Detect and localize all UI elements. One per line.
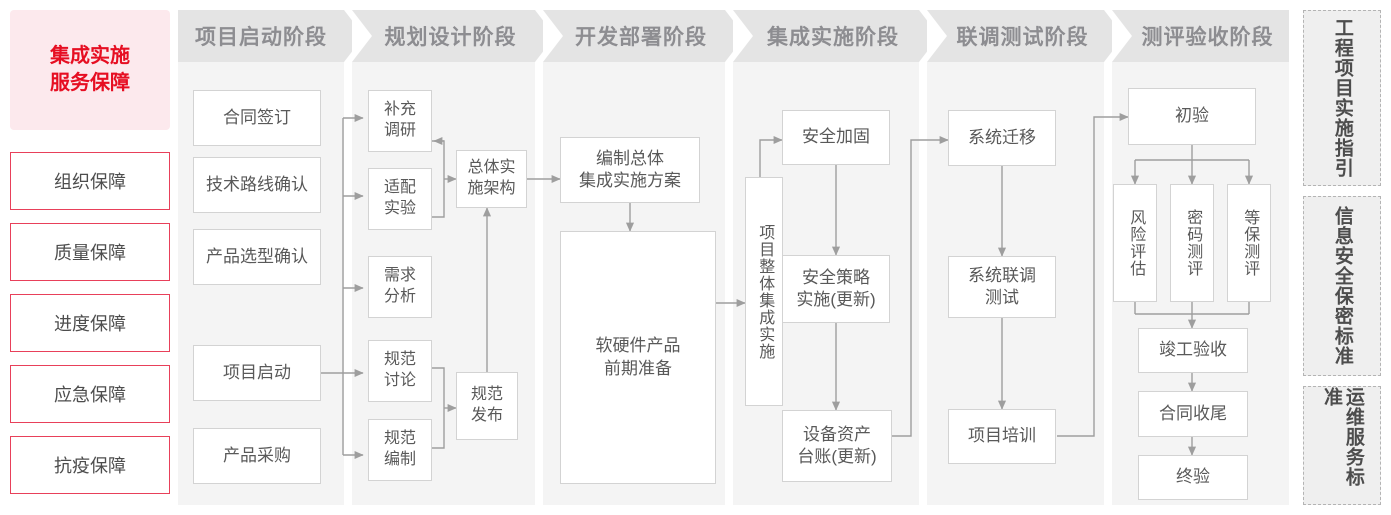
phase-header-planning-design: 规划设计阶段	[352, 10, 535, 62]
node-security-hardening[interactable]: 安全加固	[782, 110, 890, 165]
node-preliminary-acceptance[interactable]: 初验	[1128, 88, 1256, 145]
node-contract-signing[interactable]: 合同签订	[193, 90, 321, 146]
node-overall-project-integration[interactable]: 项目整体集成实施	[745, 177, 783, 406]
phase-header-development-deployment: 开发部署阶段	[543, 10, 725, 62]
node-spec-drafting[interactable]: 规范 编制	[368, 419, 432, 481]
node-contract-closure[interactable]: 合同收尾	[1138, 391, 1248, 437]
standards-label-om-service-standard: 运维服务标准	[1321, 387, 1364, 487]
node-security-policy-implementation[interactable]: 安全策略 实施(更新)	[782, 255, 890, 323]
node-hardware-software-preparation[interactable]: 软硬件产品 前期准备	[560, 231, 716, 484]
chevron-left-notch-icon-4	[733, 10, 753, 62]
node-system-joint-debug-test[interactable]: 系统联调 测试	[948, 256, 1056, 318]
chevron-left-notch-icon-2	[352, 10, 372, 62]
assurance-item-epidemic[interactable]: 抗疫保障	[10, 436, 170, 494]
node-requirement-analysis[interactable]: 需求 分析	[368, 256, 432, 318]
node-system-migration[interactable]: 系统迁移	[948, 110, 1056, 166]
phase-header-project-initiation: 项目启动阶段	[178, 10, 344, 62]
node-equipment-asset-ledger[interactable]: 设备资产 台账(更新)	[782, 410, 892, 482]
node-crypto-evaluation[interactable]: 密码测评	[1170, 184, 1214, 302]
assurance-item-organization[interactable]: 组织保障	[10, 152, 170, 210]
phase-header-integration-implementation: 集成实施阶段	[733, 10, 919, 62]
node-risk-assessment[interactable]: 风险评估	[1113, 184, 1157, 302]
node-completion-acceptance[interactable]: 竣工验收	[1138, 328, 1248, 373]
node-mlps-evaluation[interactable]: 等保测评	[1227, 184, 1271, 302]
assurance-item-emergency[interactable]: 应急保障	[10, 365, 170, 423]
node-tech-route-confirm[interactable]: 技术路线确认	[193, 157, 321, 213]
phase-header-evaluation-acceptance: 测评验收阶段	[1112, 10, 1289, 62]
assurance-item-quality[interactable]: 质量保障	[10, 223, 170, 281]
node-overall-integration-plan[interactable]: 编制总体 集成实施方案	[560, 137, 700, 203]
chevron-left-notch-icon-5	[927, 10, 947, 62]
assurance-title-line2: 服务保障	[50, 72, 130, 94]
node-overall-implementation-architecture[interactable]: 总体实 施架构	[456, 150, 527, 208]
standards-sidebar: 工程项目实施指引 信息安全保密标准 运维服务标准	[1303, 10, 1381, 505]
node-project-kickoff[interactable]: 项目启动	[193, 345, 321, 401]
node-spec-discussion[interactable]: 规范 讨论	[368, 340, 432, 402]
node-final-acceptance[interactable]: 终验	[1138, 455, 1248, 500]
node-adaptation-test[interactable]: 适配 实验	[368, 168, 432, 230]
standards-label-engineering-guideline: 工程项目实施指引	[1331, 18, 1353, 178]
standards-box-engineering-guideline[interactable]: 工程项目实施指引	[1303, 10, 1381, 186]
assurance-item-schedule[interactable]: 进度保障	[10, 294, 170, 352]
standards-box-om-service-standard[interactable]: 运维服务标准	[1303, 386, 1381, 505]
standards-box-infosec-confidentiality[interactable]: 信息安全保密标准	[1303, 196, 1381, 376]
node-product-procurement[interactable]: 产品采购	[193, 428, 321, 484]
node-product-selection[interactable]: 产品选型确认	[193, 229, 321, 285]
phase-header-joint-testing: 联调测试阶段	[927, 10, 1104, 62]
node-spec-release[interactable]: 规范 发布	[456, 372, 518, 440]
assurance-sidebar: 集成实施 服务保障 组织保障 质量保障 进度保障 应急保障 抗疫保障	[10, 10, 170, 505]
node-supplementary-research[interactable]: 补充 调研	[368, 90, 432, 152]
chevron-left-notch-icon-6	[1112, 10, 1132, 62]
assurance-title: 集成实施 服务保障	[10, 10, 170, 130]
assurance-title-line1: 集成实施	[50, 45, 130, 67]
chevron-left-notch-icon-3	[543, 10, 563, 62]
node-project-training[interactable]: 项目培训	[948, 409, 1056, 464]
standards-label-infosec-confidentiality: 信息安全保密标准	[1331, 206, 1353, 366]
